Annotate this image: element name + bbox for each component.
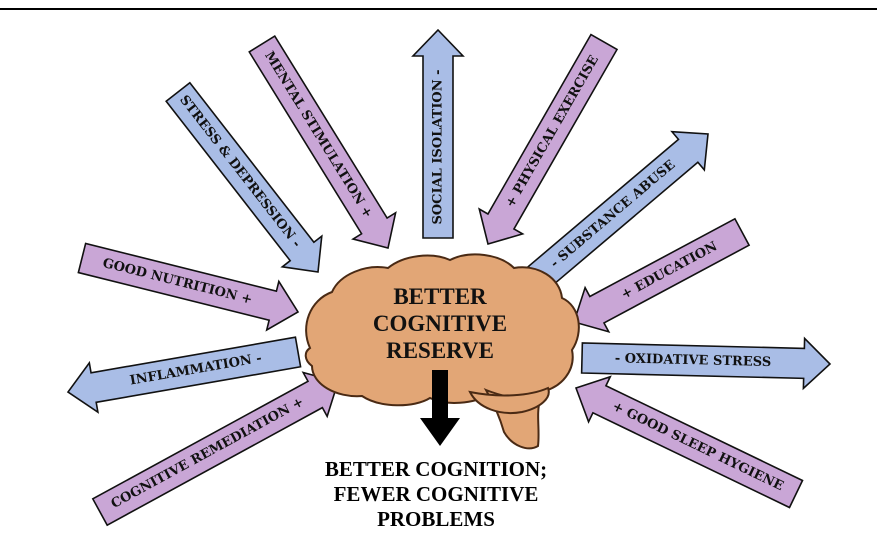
social-isolation-arrow — [411, 28, 465, 239]
substance-abuse-arrow — [527, 130, 709, 291]
physical-exercise-label: + PHYSICAL EXERCISE — [503, 53, 602, 210]
center-title: BETTER COGNITIVE RESERVE — [373, 284, 507, 363]
substance-abuse-label: - SUBSTANCE ABUSE — [548, 157, 679, 271]
cognitive-remediation-label: COGNITIVE REMEDIATION + — [109, 395, 307, 512]
good-nutrition-arrow — [77, 242, 300, 332]
education-arrow — [572, 217, 751, 334]
oxidative-stress-arrow — [580, 336, 832, 391]
center-line-2: COGNITIVE — [373, 311, 507, 336]
outcome-text-block: BETTER COGNITION; FEWER COGNITIVE PROBLE… — [325, 457, 547, 531]
center-line-3: RESERVE — [386, 338, 494, 363]
outcome-line-3: PROBLEMS — [377, 507, 495, 531]
outcome-arrow — [420, 370, 460, 446]
good-sleep-hygiene-arrow — [574, 375, 804, 509]
inflammation-arrow — [66, 336, 302, 414]
brain-cerebellum — [468, 386, 550, 414]
good-sleep-hygiene-label: + GOOD SLEEP HYGIENE — [610, 399, 786, 494]
stress-depression-label: STRESS & DEPRESSION - — [176, 93, 304, 251]
outcome-line-1: BETTER COGNITION; — [325, 457, 547, 481]
stress-depression-arrow — [165, 81, 323, 273]
brain-shape — [304, 253, 580, 407]
mental-stimulation-label: MENTAL STIMULATION + — [261, 49, 375, 221]
physical-exercise-arrow — [478, 33, 619, 246]
oxidative-stress-label: - OXIDATIVE STRESS — [615, 351, 772, 370]
brain-illustration — [304, 253, 580, 450]
center-line-1: BETTER — [393, 284, 487, 309]
outcome-line-2: FEWER COGNITIVE — [334, 482, 539, 506]
mental-stimulation-arrow — [248, 35, 397, 249]
social-isolation-label: SOCIAL ISOLATION - — [431, 69, 446, 224]
education-label: + EDUCATION — [619, 239, 720, 303]
